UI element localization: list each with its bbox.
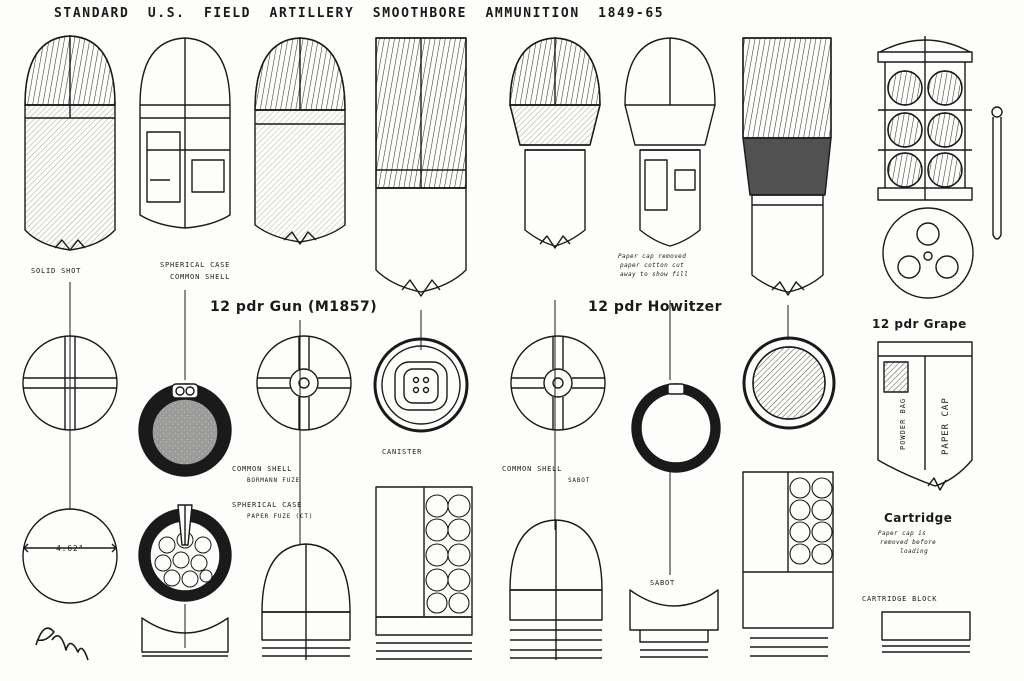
howitzer-canister-round <box>742 37 832 340</box>
grape-bolt <box>991 106 1003 240</box>
howitzer-canister-cross-section <box>742 336 836 430</box>
label-cartridge: Cartridge <box>884 511 953 525</box>
heading-howitzer: 12 pdr Howitzer <box>588 299 722 315</box>
label-common-shell-sabot: COMMON SHELL <box>502 465 563 473</box>
label-spherical-case-paper: SPHERICAL CASE <box>232 501 303 509</box>
heading-gun: 12 pdr Gun (M1857) <box>210 299 378 315</box>
gun-shell-cross-section <box>256 335 352 431</box>
howitzer-case-cross-section <box>631 383 721 473</box>
note-paper-cap-3: away to show fill <box>620 271 689 278</box>
spherical-case-round <box>139 37 231 380</box>
signature-flourish <box>35 627 89 661</box>
label-canister: CANISTER <box>382 448 423 456</box>
label-spherical-case: SPHERICAL CASE <box>160 261 231 269</box>
solid-shot-round <box>24 35 116 510</box>
gun-shell-with-sabot <box>261 543 351 660</box>
howitzer-canister-with-sabot <box>742 471 834 657</box>
spherical-case-sabot <box>141 604 229 657</box>
note-cartridge-3: loading <box>900 548 929 555</box>
note-paper-cap-2: paper cotton cut <box>620 262 685 269</box>
howitzer-sabot <box>629 589 719 658</box>
label-common-shell-sabot-2: SABOT <box>568 477 591 484</box>
canister-with-sabot <box>375 486 473 660</box>
label-common-shell-bormann: COMMON SHELL <box>232 465 293 473</box>
howitzer-case-round <box>624 37 716 575</box>
solid-shot-cross-section <box>22 335 118 431</box>
label-solid-shot: SOLID SHOT <box>31 267 82 275</box>
diameter-sphere <box>22 508 118 604</box>
label-powder-bag: POWDER BAG <box>899 397 907 450</box>
powder-cartridge <box>877 341 973 491</box>
cartridge-block <box>881 611 971 653</box>
note-cartridge-1: Paper cap is <box>878 530 927 537</box>
howitzer-shell-with-sabot <box>509 519 603 660</box>
canister-round <box>375 37 467 350</box>
common-shell-bormann-section <box>138 383 232 477</box>
canister-cross-section <box>373 337 469 433</box>
heading-grape: 12 pdr Grape <box>872 317 967 331</box>
gun-shell-round <box>254 37 346 545</box>
label-cartridge-block: CARTRIDGE BLOCK <box>862 595 938 603</box>
label-spherical-case-shell: COMMON SHELL <box>170 273 231 281</box>
grape-plate <box>882 207 974 299</box>
signature: RM <box>94 647 114 660</box>
spherical-case-paper-section <box>138 504 232 602</box>
label-diameter: 4.62" <box>56 544 85 553</box>
howitzer-shell-cross-section <box>510 335 606 431</box>
note-paper-cap-1: Paper cap removed <box>618 253 687 260</box>
note-cartridge-2: removed before <box>880 539 937 546</box>
label-sabot: SABOT <box>650 579 676 587</box>
label-paper-fuze: PAPER FUZE (CT) <box>247 513 314 520</box>
label-bormann-fuze: BORMANN FUZE <box>247 477 300 484</box>
howitzer-shell-round <box>509 37 601 530</box>
grape-stand <box>877 36 973 201</box>
label-paper-cap: PAPER CAP <box>941 397 951 455</box>
page-title: STANDARD U.S. FIELD ARTILLERY SMOOTHBORE… <box>54 6 665 21</box>
